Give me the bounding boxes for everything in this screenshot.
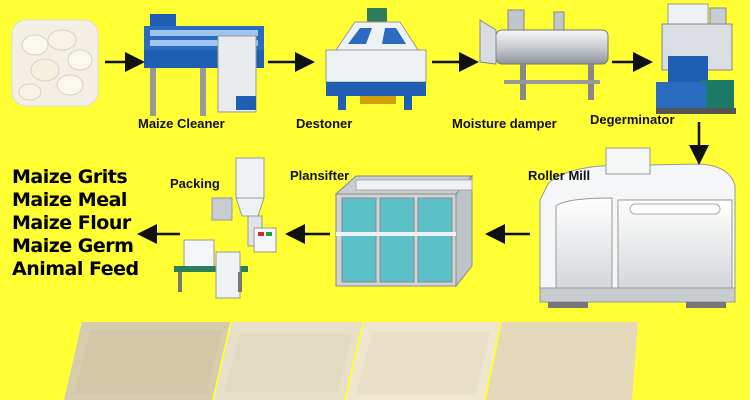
packing-machine [174,157,277,299]
roller-mill-machine [539,147,736,308]
degerminator-label: Degerminator [590,112,675,127]
moisture-damper-label: Moisture damper [452,116,557,131]
roller-mill-label: Roller Mill [528,168,591,183]
degerminator-machine [656,3,736,114]
moisture-damper-machine [479,9,609,100]
product-maize-flour: Maize Flour [12,212,131,234]
maize-cleaner-label: Maize Cleaner [138,116,225,131]
plansifter-machine [334,174,474,288]
packing-label: Packing [170,176,220,191]
product-maize-germ: Maize Germ [12,235,134,257]
maize-cleaner-machine [144,14,264,116]
product-samples [64,322,638,400]
destoner-label: Destoner [296,116,353,131]
plansifter-label: Plansifter [290,168,350,183]
product-maize-meal: Maize Meal [12,189,127,211]
product-maize-grits: Maize Grits [12,166,128,188]
maize-germ-sample [486,322,638,400]
final-products-list: Maize Grits Maize Meal Maize Flour Maize… [12,166,139,281]
product-animal-feed: Animal Feed [12,258,139,280]
raw-maize-image [11,19,99,107]
destoner-machine [325,8,427,110]
flow-arrows [105,52,709,244]
